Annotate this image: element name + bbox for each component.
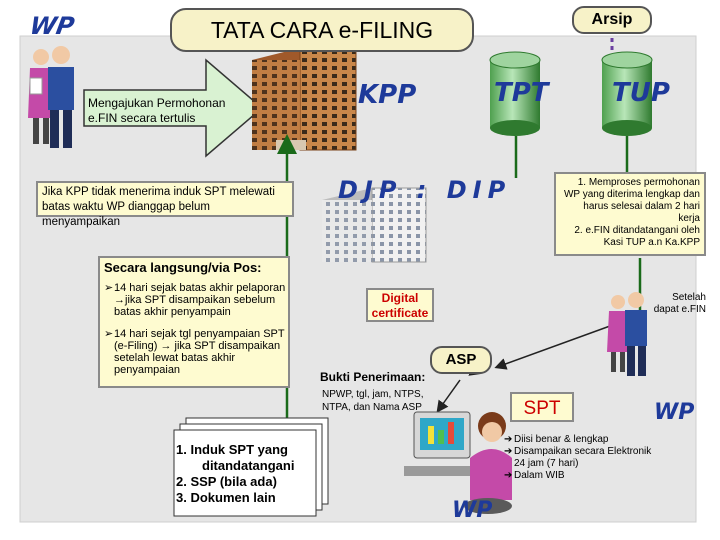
arrow-bullet-icon: ➔ [504, 470, 513, 481]
setelah-note: Setelah dapat e.FIN [653, 292, 706, 315]
tpt-logo: TPT [494, 78, 549, 108]
computer-user-icon [404, 411, 512, 514]
kpp-logo: KPP [358, 80, 417, 110]
spt-item-text: Diisi benar & lengkap [514, 434, 609, 445]
kpp-building-icon [252, 47, 357, 151]
bukti-detail: NPWP, tgl, jam, NTPS, NTPA, dan Nama ASP [322, 389, 424, 413]
wp-people-icon [28, 46, 74, 148]
document-item: 2. SSP (bila ada) [176, 474, 277, 489]
arrow-asp-to-computer [436, 379, 461, 413]
arrow-setelah-to-asp [494, 325, 611, 370]
wp-logo-right: WP [654, 400, 695, 425]
process-note-item: 1. Memproses permohonan WP yang diterima… [563, 177, 700, 224]
direct-heading: Secara langsung/via Pos: [104, 260, 262, 275]
arrow-bullet-icon: ➔ [504, 434, 513, 445]
arrow-bullet-icon: ➔ [504, 446, 513, 457]
tpt-cylinder-icon [489, 51, 541, 136]
direct-item: ➢ 14 hari sejak tgl penyampaian SPT (e-F… [104, 328, 286, 376]
process-note-item: 2. e.FIN ditandatangani oleh Kasi TUP a.… [574, 225, 700, 248]
digital-certificate-label: Digital certificate [366, 288, 434, 322]
wp-logo-bottom: WP [452, 498, 493, 523]
tup-cylinder-icon [601, 51, 653, 136]
spt-list: ➔Diisi benar & lengkap ➔Disampaikan seca… [504, 434, 654, 482]
document-list: 1. Induk SPT yang ditandatangani 2. SSP … [176, 442, 314, 506]
process-note-box: 1. Memproses permohonan WP yang diterima… [554, 172, 706, 256]
document-item: 1. Induk SPT yang [176, 442, 288, 457]
arrowhead-bullet-icon: ➢ [104, 328, 114, 340]
direct-delivery-box [98, 256, 290, 388]
direct-list: ➢ 14 hari sejak batas akhir pelaporan →j… [104, 282, 286, 376]
spt-item: ➔Dalam WIB [504, 470, 654, 482]
asp-label: ASP [430, 346, 492, 374]
wp-logo-top: WP [27, 12, 77, 40]
kpp-deadline-note: Jika KPP tidak menerima induk SPT melewa… [36, 181, 294, 228]
spt-item: ➔Disampaikan secara Elektronik 24 jam (7… [504, 446, 654, 470]
wp-people-right-icon [607, 292, 647, 376]
direct-item: ➢ 14 hari sejak batas akhir pelaporan →j… [104, 282, 286, 318]
spt-item-text: Dalam WIB [514, 470, 565, 481]
bukti-heading: Bukti Penerimaan: [320, 370, 426, 384]
spt-item: ➔Diisi benar & lengkap [504, 434, 654, 446]
djp-building-icon [322, 187, 427, 263]
document-stack-icon [173, 417, 329, 517]
request-arrow-shape [83, 58, 264, 158]
spt-label: SPT [510, 392, 574, 422]
spt-item-text: Disampaikan secara Elektronik 24 jam (7 … [514, 446, 652, 469]
arrowhead-bullet-icon: ➢ [104, 282, 114, 294]
tup-logo: TUP [612, 78, 670, 108]
page-title: TATA CARA e-FILING [170, 8, 474, 52]
djp-dip-logo: DJP : DIP [338, 176, 512, 204]
arsip-label: Arsip [572, 6, 652, 34]
direct-item-text: 14 hari sejak batas akhir pelaporan →jik… [114, 282, 286, 318]
direct-item-text: 14 hari sejak tgl penyampaian SPT (e-Fil… [114, 328, 285, 376]
document-item: 3. Dokumen lain [176, 490, 276, 505]
document-item: ditandatangani [202, 458, 295, 473]
request-arrow-text: Mengajukan Permohonan e.FIN secara tertu… [88, 96, 226, 125]
